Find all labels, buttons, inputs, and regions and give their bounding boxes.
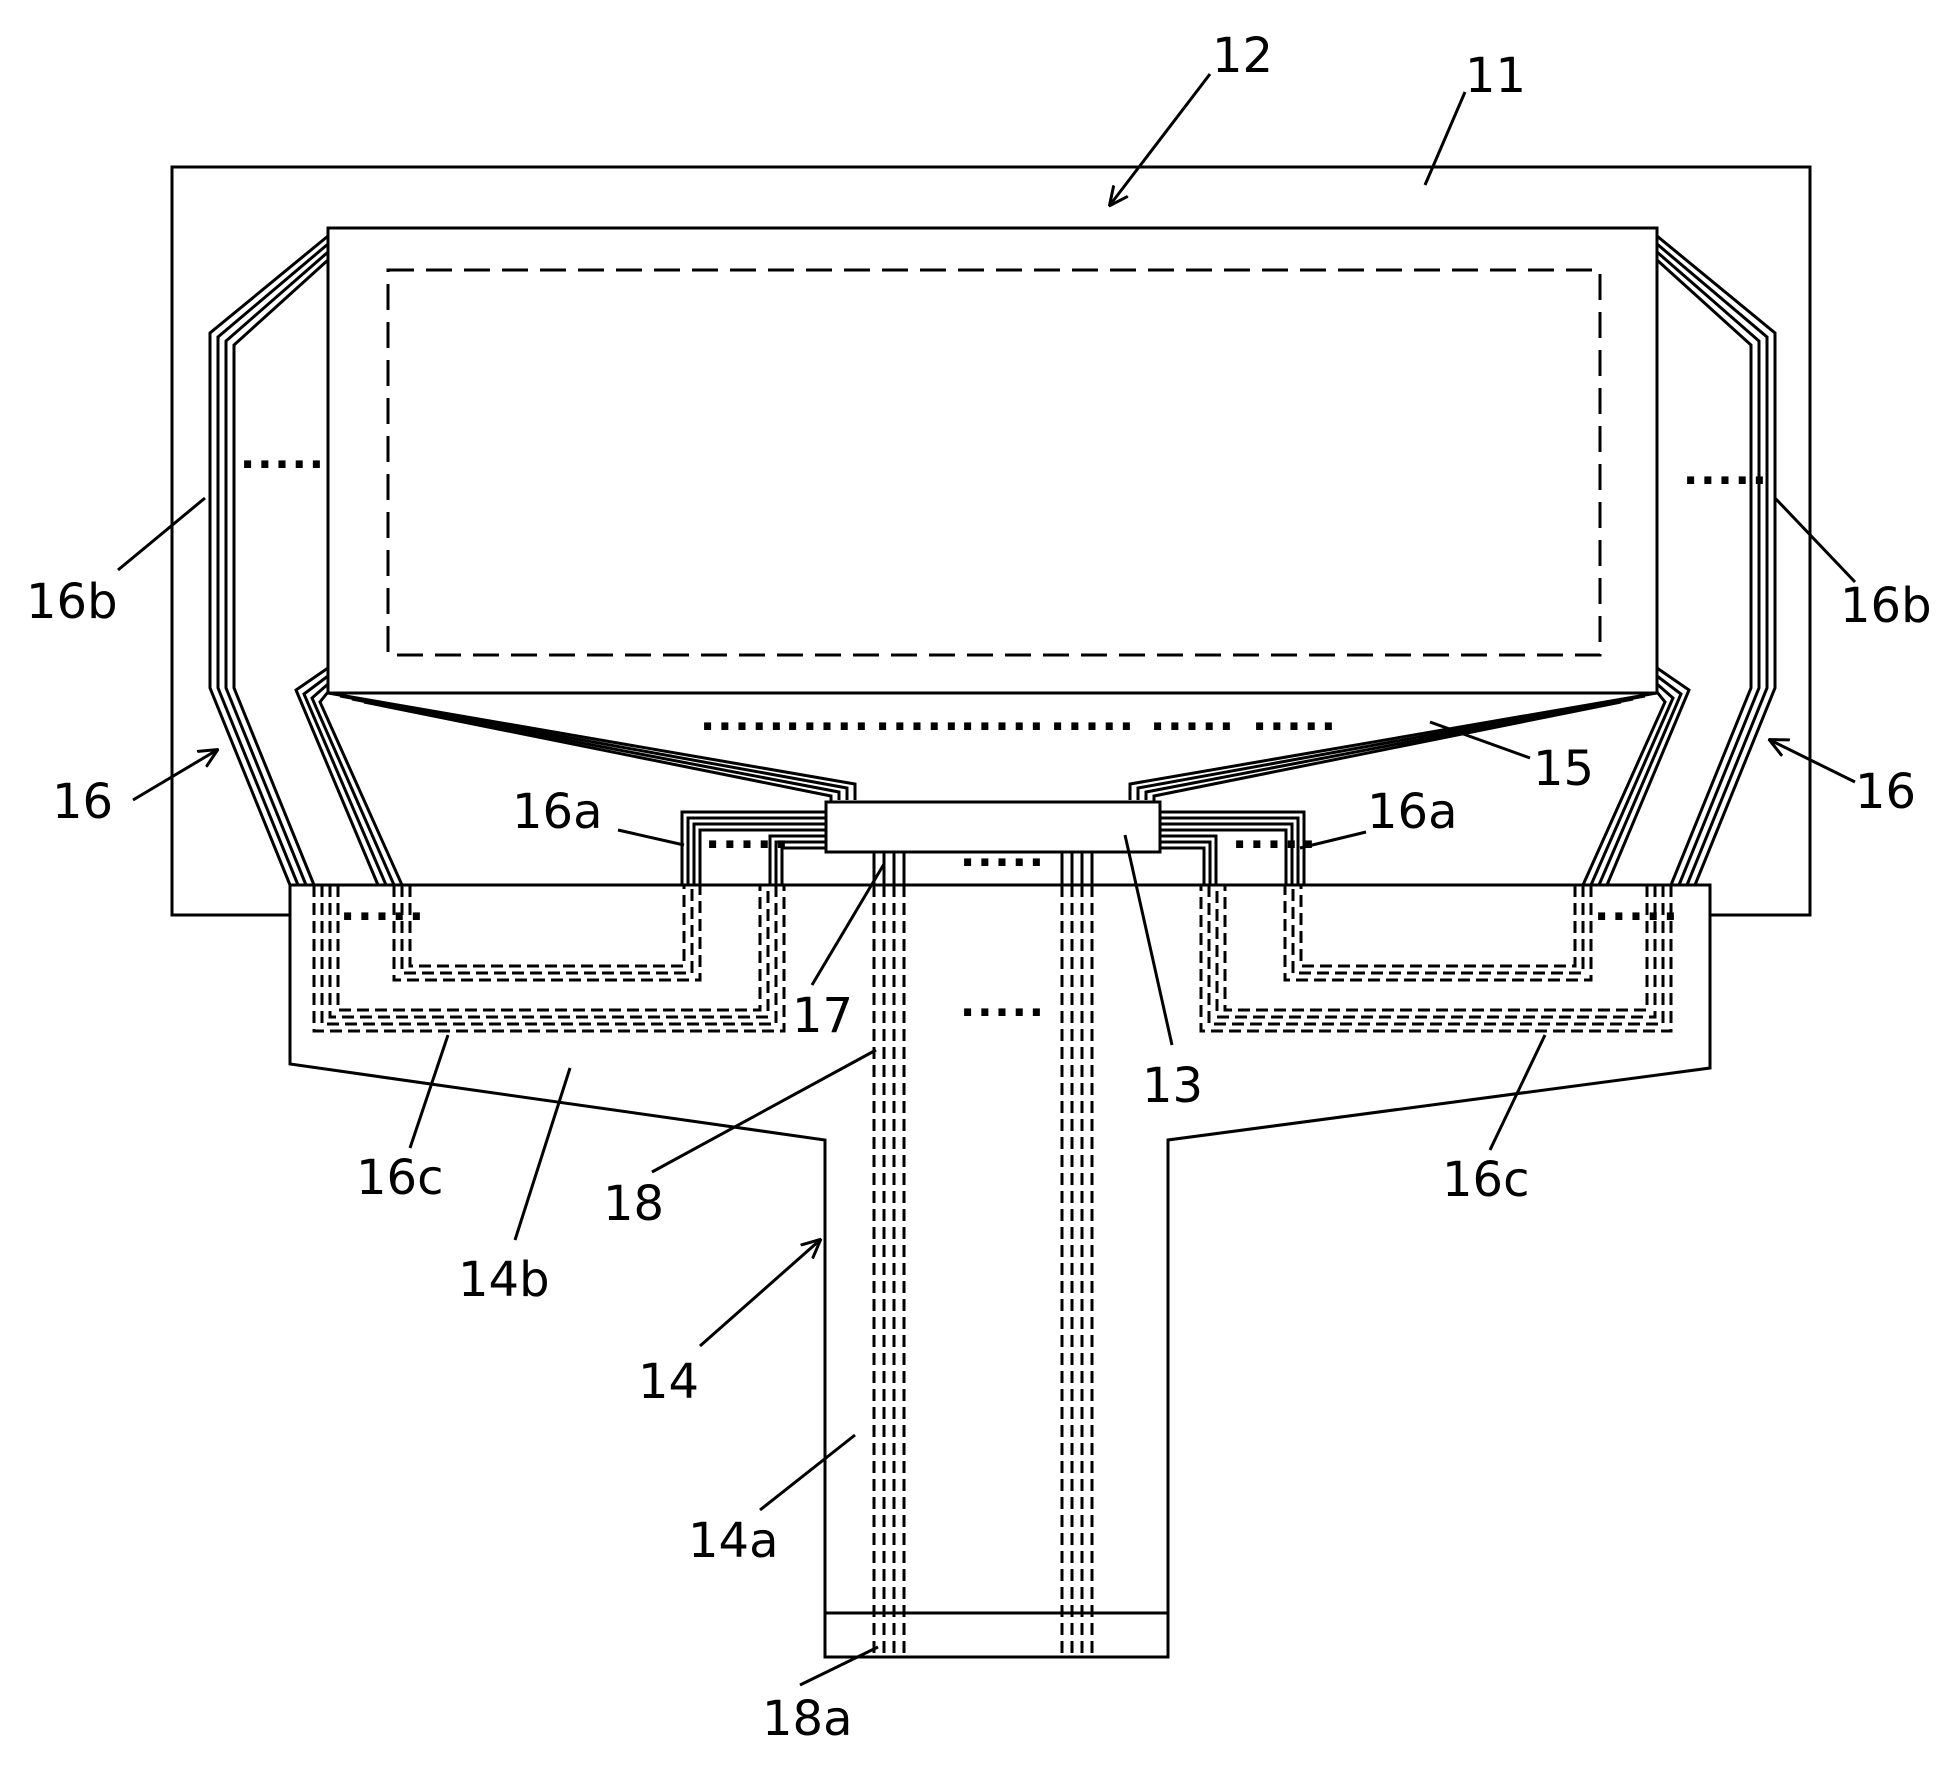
wiring-16-right-inner [1583,668,1689,885]
label-18: 18 [603,1176,664,1232]
label-16a-left: 16a [512,784,603,840]
label-13: 13 [1142,1058,1203,1114]
ellipsis-fpc-right: ····· [1594,894,1680,940]
ellipsis-fpc-left: ····· [340,894,426,940]
label-16c-right: 16c [1442,1152,1529,1208]
leader-16b-right [1775,498,1855,582]
label-16c-left: 16c [356,1150,443,1206]
leader-14 [700,1240,820,1346]
ellipsis-mid-2: ····· [785,704,871,750]
leader-16a-left [618,830,684,845]
wiring-16b-left [210,236,328,885]
ellipsis-mid-5: ····· [1050,704,1136,750]
label-11: 11 [1465,48,1526,104]
label-14a: 14a [688,1513,779,1569]
leader-11 [1425,92,1465,185]
leader-16b-left [118,498,205,570]
leader-16-left [133,750,217,800]
label-16b-left: 16b [26,574,118,630]
label-14b: 14b [458,1252,550,1308]
ellipsis-mid-3: ····· [875,704,961,750]
label-16-left: 16 [52,774,113,830]
ellipsis-16a-left: ····· [705,822,791,868]
wiring-16b-right [1657,236,1775,885]
display-panel [328,228,1657,693]
leader-16-right [1770,740,1855,782]
label-16a-right: 16a [1367,784,1458,840]
ellipsis-mid-4: ····· [960,704,1046,750]
label-12: 12 [1212,28,1273,84]
ellipsis-tail: ····· [960,990,1046,1036]
wiring-16-left-inner [296,668,402,885]
ellipsis-mid-7: ····· [1252,704,1338,750]
ellipsis-mid-1: ····· [700,704,786,750]
leader-12 [1110,74,1210,205]
ellipsis-left: ····· [240,442,326,488]
label-17: 17 [792,988,853,1044]
ellipsis-chip: ····· [960,840,1046,886]
ellipsis-right: ····· [1683,458,1769,504]
label-16b-right: 16b [1840,578,1932,634]
label-14: 14 [638,1354,699,1410]
label-18a: 18a [762,1691,853,1747]
ellipsis-16a-right: ····· [1232,822,1318,868]
label-15: 15 [1533,741,1594,797]
label-16-right: 16 [1855,764,1916,820]
ellipsis-mid-6: ····· [1150,704,1236,750]
